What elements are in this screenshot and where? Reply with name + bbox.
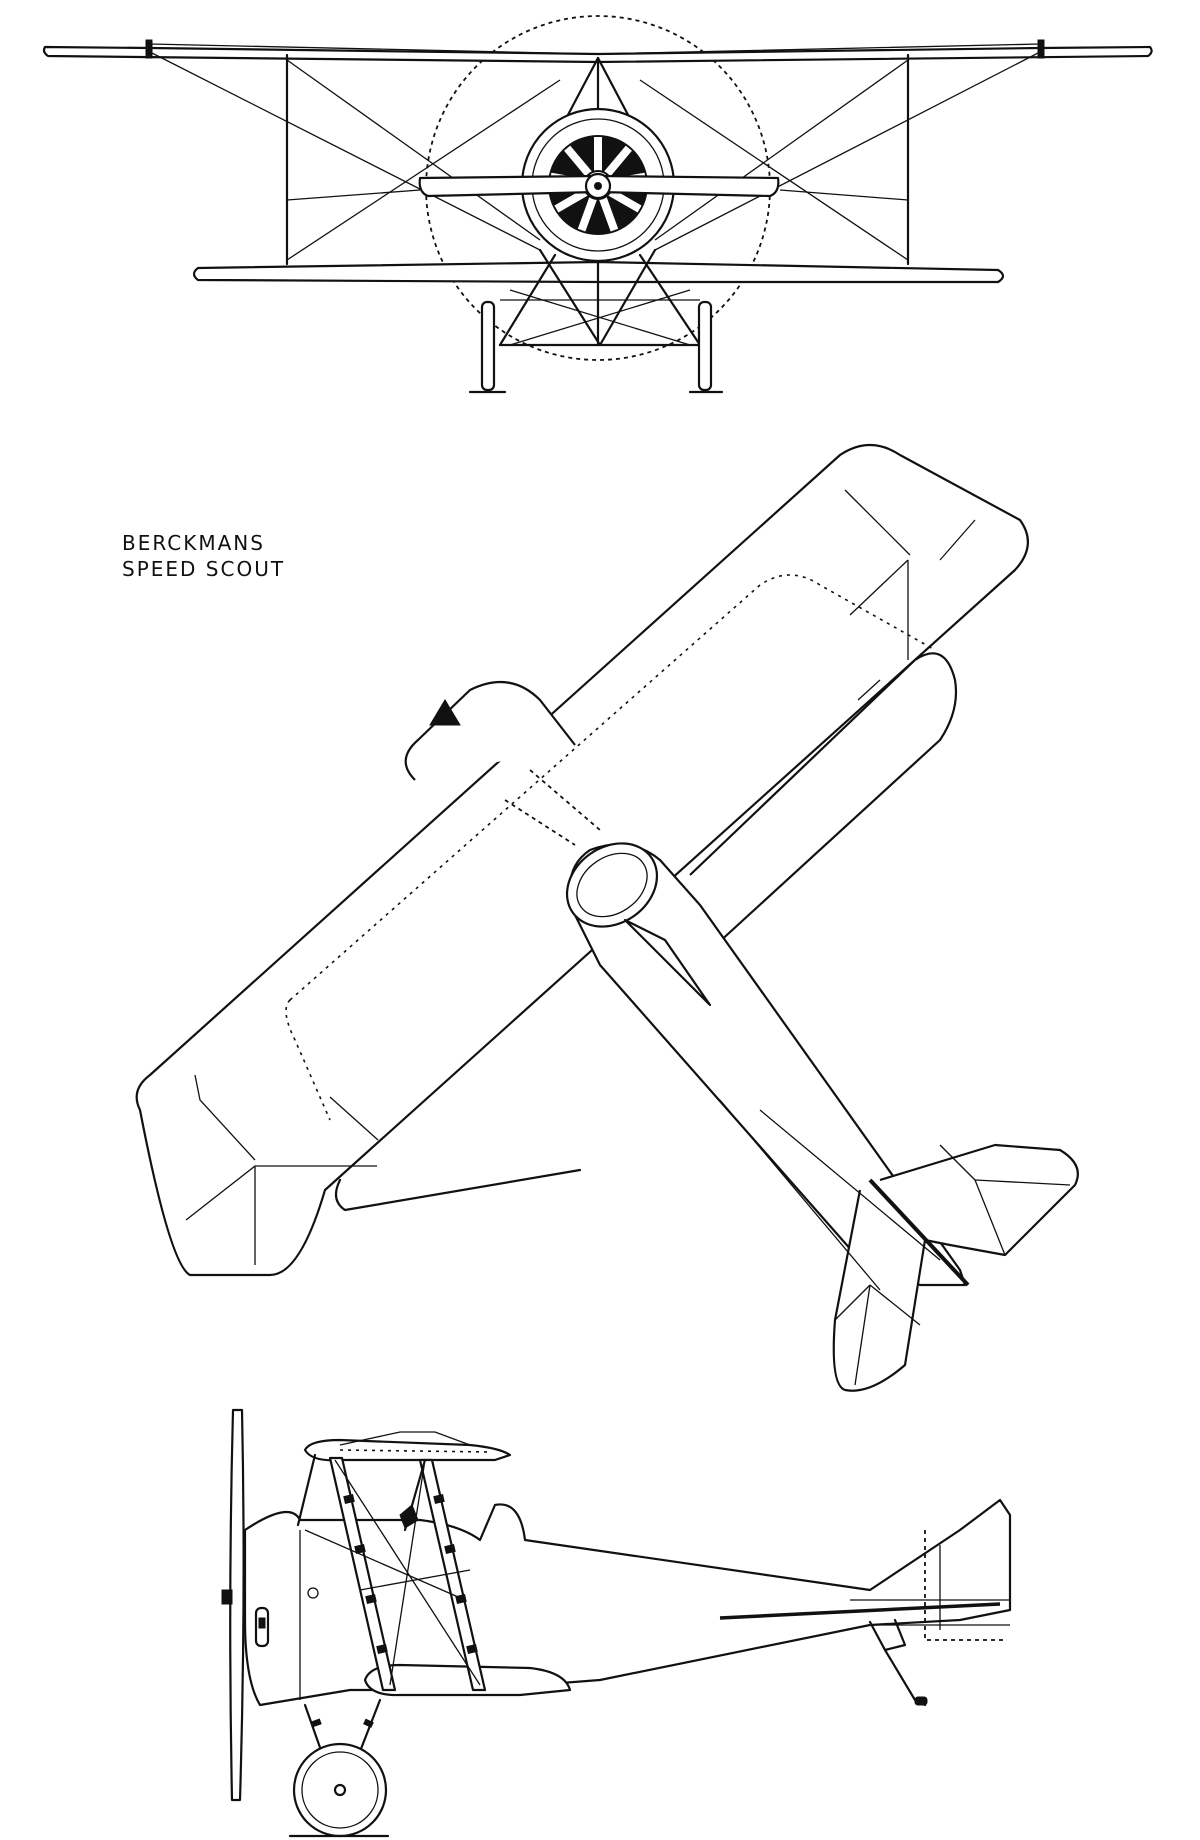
cowling-fastener <box>307 1587 319 1599</box>
cabane-dashed <box>504 769 601 846</box>
upper-wing-side <box>303 1438 512 1462</box>
drawing-title: BERCKMANS SPEED SCOUT <box>122 530 285 582</box>
undercarriage-wires <box>500 289 700 346</box>
cowl-vent-slot <box>258 1617 266 1629</box>
fuselage-side <box>243 1498 1012 1707</box>
ailerons-plan <box>185 519 976 1221</box>
lower-wing-left-tip <box>404 680 576 781</box>
tailplane-side <box>719 1602 1001 1620</box>
right-wheel-front <box>697 300 713 392</box>
lower-wing-right-panel <box>689 652 958 956</box>
title-line-1: BERCKMANS <box>122 531 265 555</box>
tail-skid-strut <box>883 1618 907 1652</box>
side-view <box>221 1408 1012 1838</box>
left-wing-tip-mark <box>145 39 153 59</box>
wheel-rim-side <box>301 1751 379 1829</box>
title-line-2: SPEED SCOUT <box>122 557 286 581</box>
wheel-hub-side <box>333 1783 347 1797</box>
cowling-plan-inner <box>576 852 648 918</box>
bracing-wires-side <box>304 1459 481 1686</box>
tail-wire-2 <box>719 1099 881 1291</box>
right-wing-tip-mark <box>1037 39 1045 59</box>
lower-wing-dashed <box>285 574 936 1121</box>
aileron-horns <box>194 489 911 1265</box>
front-view <box>42 15 1153 394</box>
rudder-dashed <box>924 1530 1005 1641</box>
lower-wing-trailing <box>334 1168 582 1212</box>
venturi-plan <box>429 699 461 726</box>
interplane-struts-side <box>328 1456 487 1692</box>
gun-sight <box>399 1504 419 1529</box>
right-tailplane <box>879 1143 1079 1257</box>
tail-wire-1 <box>759 1109 941 1261</box>
propeller-boss <box>221 1589 233 1605</box>
plan-view <box>135 444 1079 1392</box>
propeller-side <box>229 1408 245 1802</box>
tail-skid-shoe <box>914 1696 928 1706</box>
left-wheel-front <box>480 300 496 392</box>
upper-wing-edge <box>149 43 1041 55</box>
fin-plan <box>868 1178 970 1287</box>
upper-wing-king-post <box>339 1431 471 1446</box>
upper-wing-chord <box>339 1449 491 1453</box>
left-tailplane <box>832 1189 927 1392</box>
tailplane-ribs <box>834 1144 1071 1386</box>
tail-skid <box>868 1620 927 1707</box>
tail-structure-side <box>850 1545 1010 1630</box>
cockpit-plan <box>623 918 712 1007</box>
propeller-hub-center <box>594 182 602 190</box>
bracing-wires <box>149 51 1041 261</box>
cowling-plan <box>565 842 659 928</box>
